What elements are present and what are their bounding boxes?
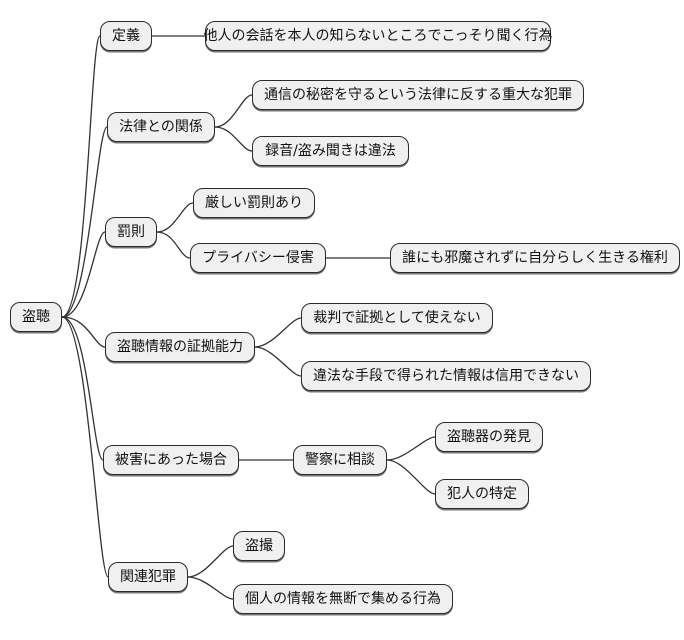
edge-kanren-kojin [187,576,234,600]
node-higai: 被害にあった場合 [103,445,239,475]
edge-shouko-ihou [254,346,302,377]
node-kanren: 関連犯罪 [108,562,188,592]
node-keisatsu: 警察に相談 [293,445,387,475]
edge-keisatsu-hakken [386,436,436,461]
node-privacy: プライバシー侵害 [190,243,326,273]
node-darenimo: 誰にも邪魔されずに自分らしく生きる権利 [390,243,680,273]
node-tousatsu: 盗撮 [233,531,285,561]
node-kojin: 個人の情報を無断で集める行為 [233,584,453,614]
node-kibishii: 厳しい罰則あり [193,188,315,218]
node-teigi1: 他人の会話を本人の知らないところでこっそり聞く行為 [203,21,553,51]
node-saiban: 裁判で証拠として使えない [301,303,493,333]
edge-root-bassoku [61,231,106,318]
node-teigi: 定義 [100,21,152,51]
edge-kanren-tousatsu [187,545,234,578]
edge-root-shouko [61,316,106,348]
node-rokuon: 録音/盗み聞きは違法 [252,136,409,166]
edge-bassoku-privacy [156,231,191,259]
edge-root-kanren [61,316,109,578]
edge-shouko-saiban [254,317,302,348]
node-tsushin: 通信の秘密を守るという法律に反する重大な犯罪 [252,80,584,110]
edge-houritsu-rokuon [214,126,253,152]
edge-houritsu-tsushin [214,94,253,128]
node-hakken: 盗聴器の発見 [435,422,543,452]
edge-root-houritsu [61,126,108,318]
edge-bassoku-kibishii [156,202,194,233]
node-hannin: 犯人の特定 [435,479,529,509]
edge-root-higai [61,316,104,461]
node-ihou: 違法な手段で得られた情報は信用できない [301,361,591,391]
node-houritsu: 法律との関係 [107,112,215,142]
node-bassoku: 罰則 [105,217,157,247]
edge-root-teigi [61,35,101,318]
node-root: 盗聴 [10,302,62,332]
edge-keisatsu-hannin [386,459,436,495]
node-shouko: 盗聴情報の証拠能力 [105,332,255,362]
